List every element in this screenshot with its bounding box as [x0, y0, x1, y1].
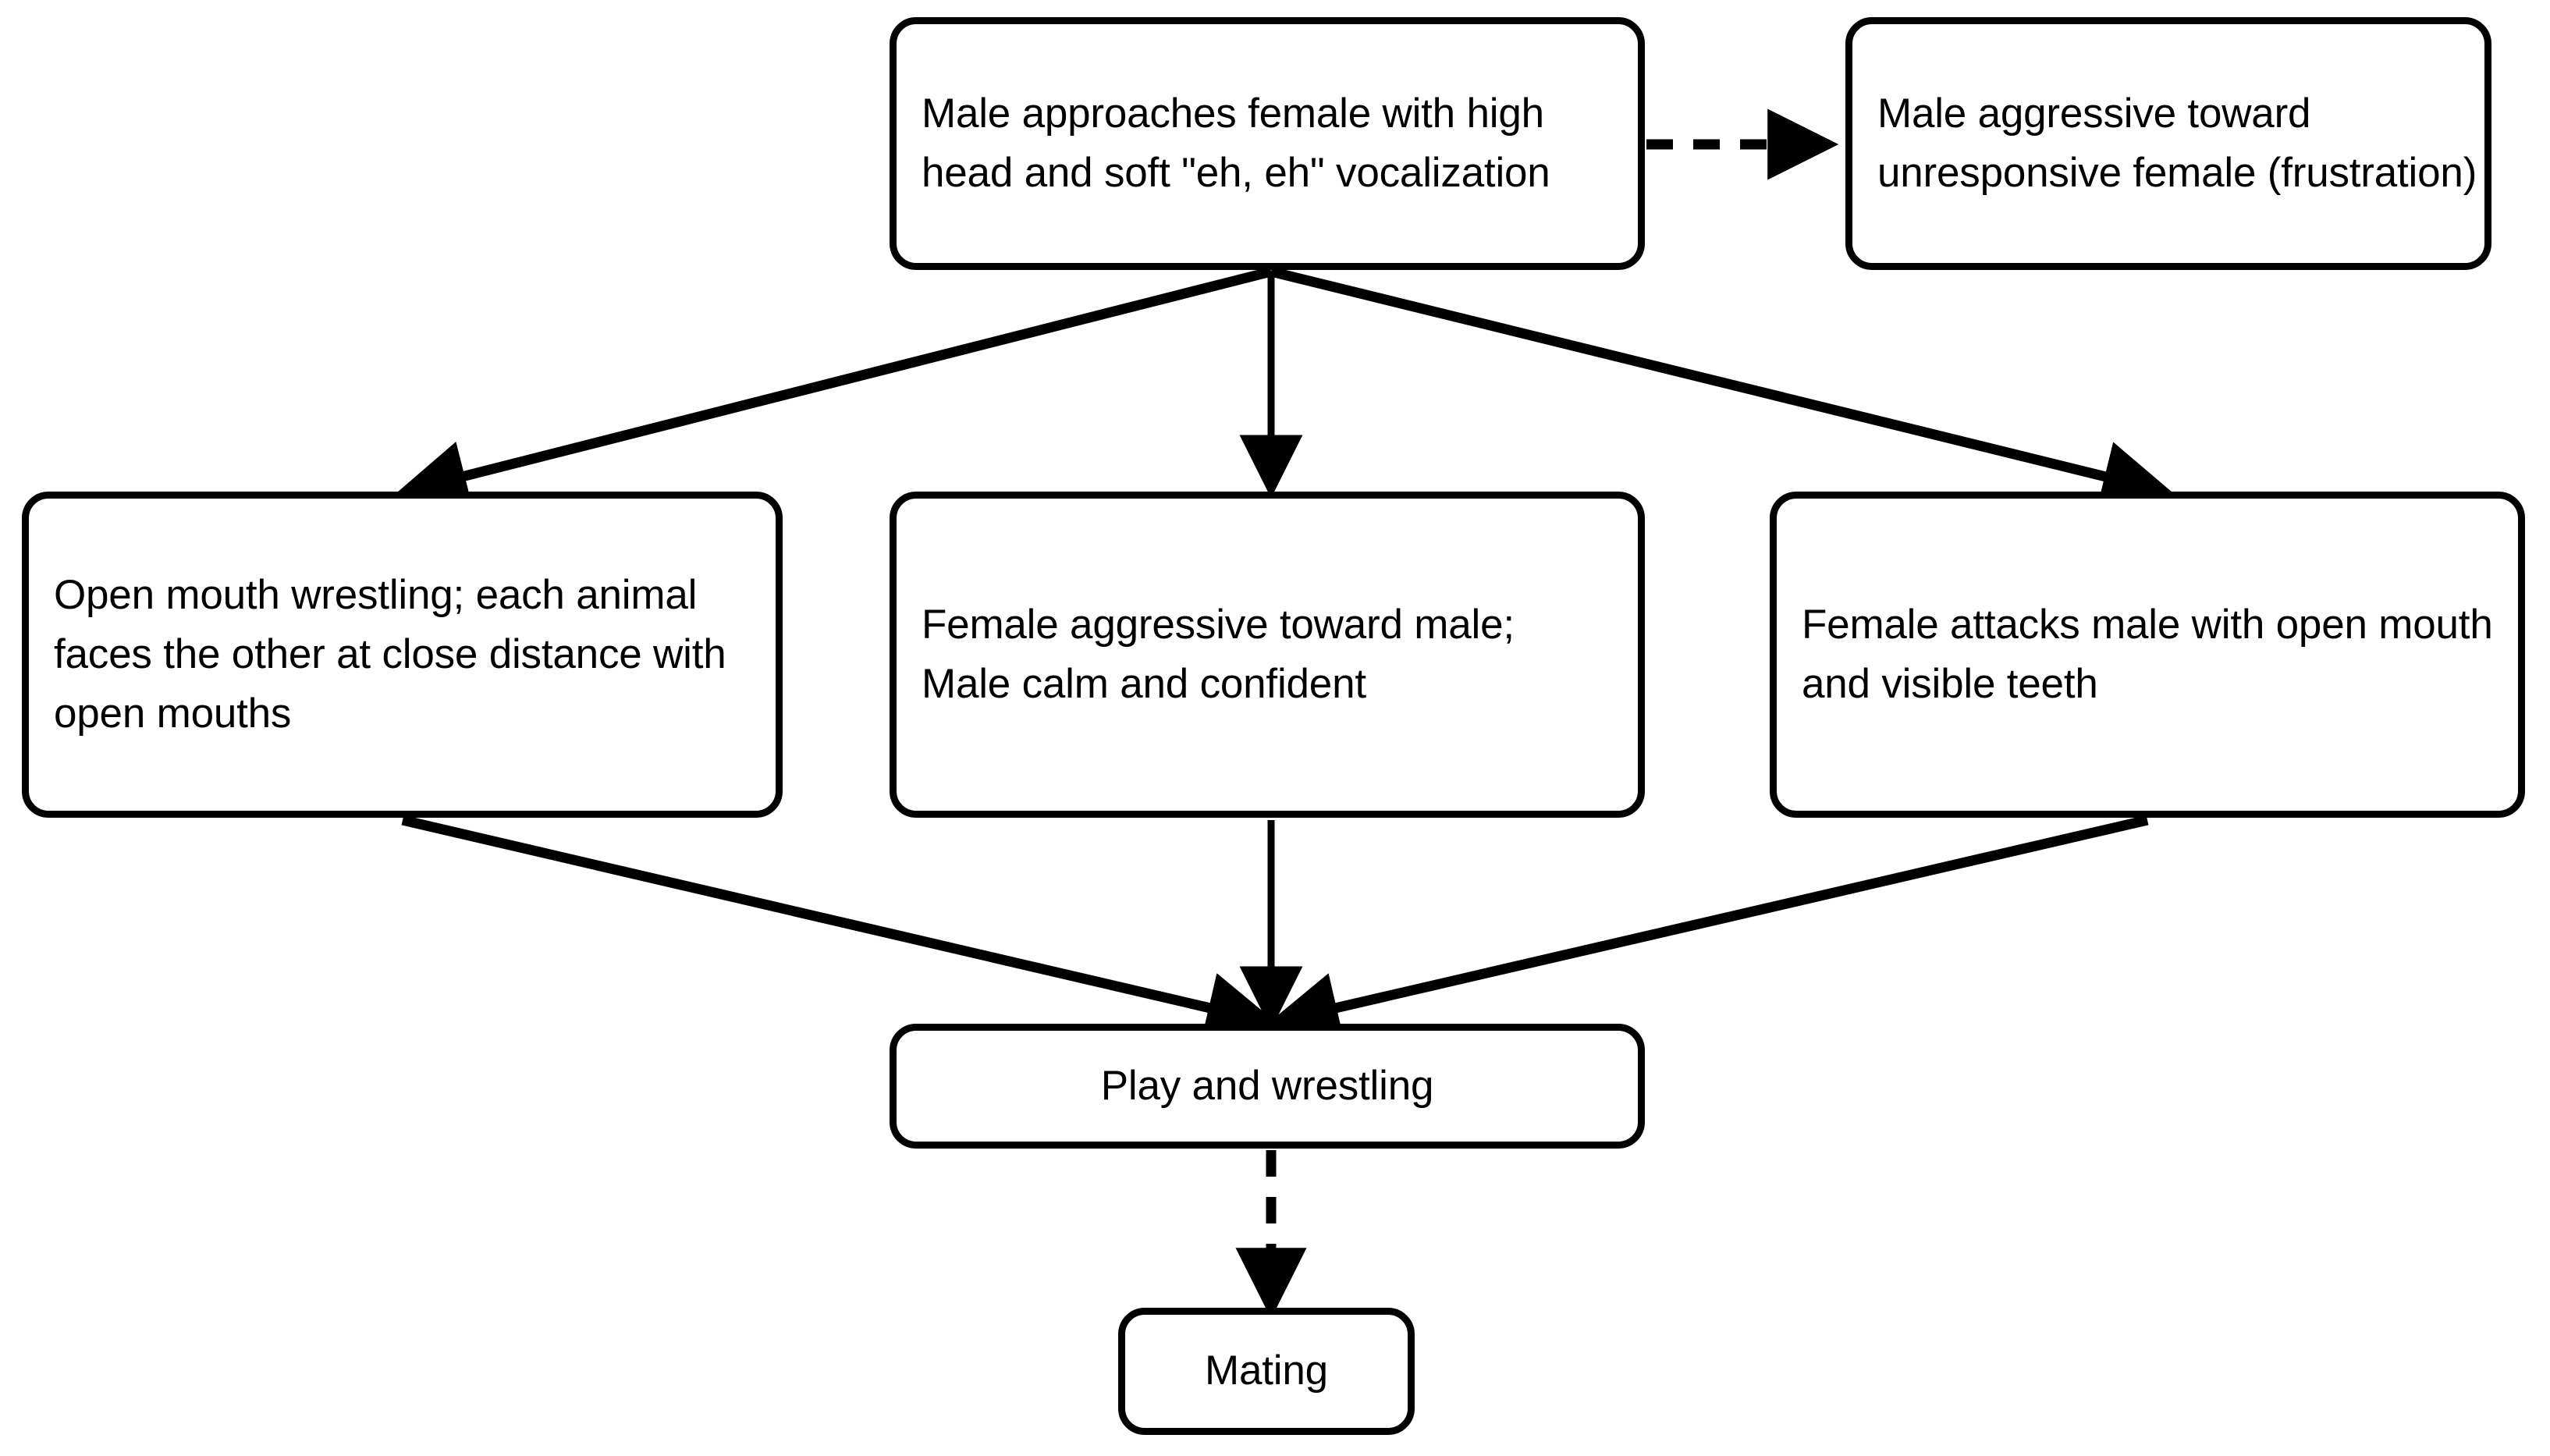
node-female-aggressive-toward-male[interactable]: Female aggressive toward male; Male calm…	[890, 492, 1645, 818]
edge-approach-to-open-mouth-wrestling	[396, 266, 1273, 511]
node-label: Female aggressive toward male; Male calm…	[922, 601, 1515, 707]
node-male-aggressive-toward-unresponsive-female[interactable]: Male aggressive toward unresponsive fema…	[1845, 17, 2491, 270]
node-label: Male aggressive toward unresponsive fema…	[1877, 90, 2477, 196]
node-male-approaches-female[interactable]: Male approaches female with high head an…	[890, 17, 1645, 270]
node-label: Female attacks male with open mouth and …	[1802, 601, 2493, 707]
node-open-mouth-wrestling[interactable]: Open mouth wrestling; each animal faces …	[22, 492, 783, 818]
node-play-and-wrestling[interactable]: Play and wrestling	[890, 1024, 1645, 1149]
node-female-attacks-male[interactable]: Female attacks male with open mouth and …	[1770, 492, 2525, 818]
node-mating[interactable]: Mating	[1118, 1308, 1415, 1435]
edge-approach-to-female-attacks	[1270, 266, 2174, 511]
edge-open-mouth-wrestling-to-play	[401, 815, 1278, 1042]
node-label: Male approaches female with high head an…	[922, 90, 1550, 196]
node-label: Mating	[1205, 1348, 1328, 1394]
node-label: Play and wrestling	[1100, 1062, 1434, 1109]
edge-female-attacks-to-play	[1267, 815, 2149, 1042]
node-label: Open mouth wrestling; each animal faces …	[54, 571, 726, 737]
